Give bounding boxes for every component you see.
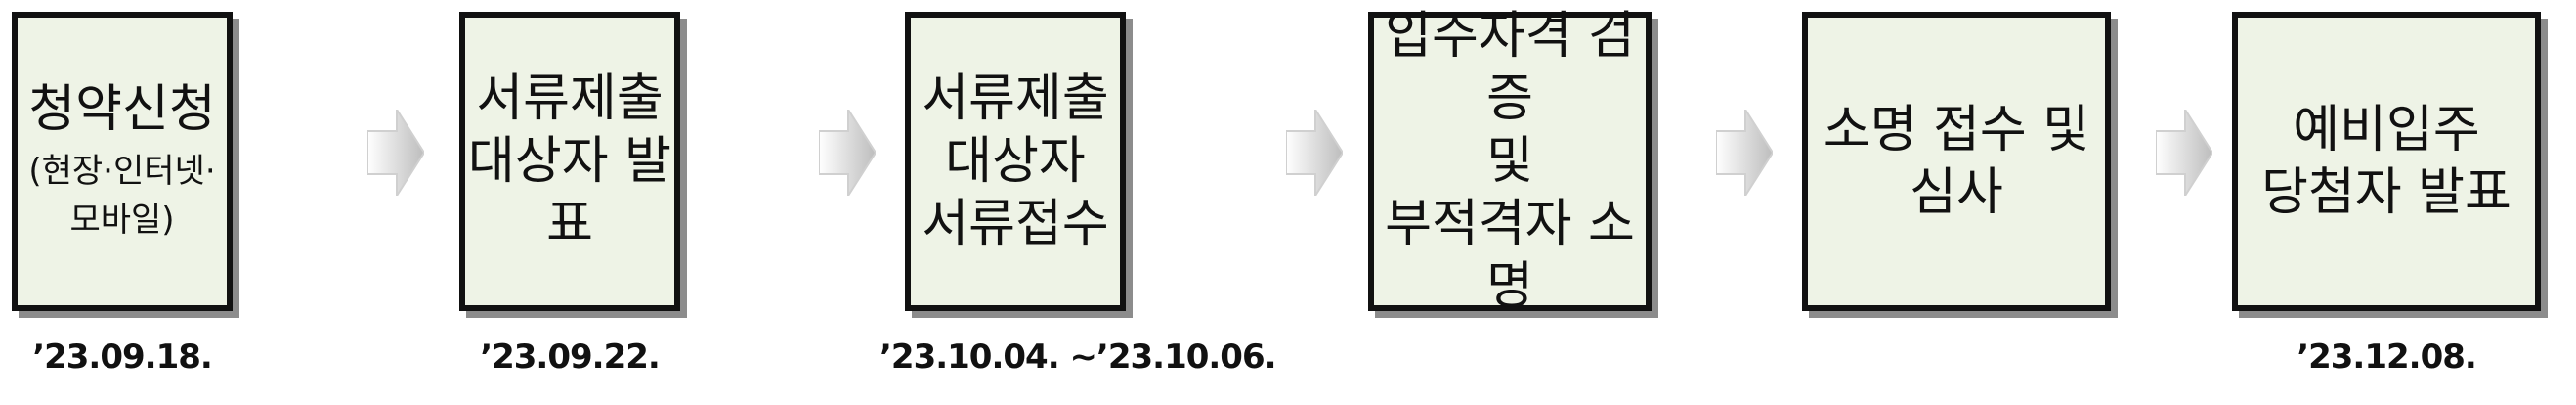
step-box-explanation-review: 소명 접수 및 심사 <box>1802 12 2111 311</box>
arrow-right-icon <box>1716 110 1773 196</box>
step-title: 청약신청 <box>28 80 216 139</box>
step-date: ’23.10.04. ~’23.10.06. <box>880 338 1277 377</box>
step-title: 예비입주 당첨자 발표 <box>2261 101 2512 222</box>
step-title: 서류제출 대상자 서류접수 <box>922 69 1109 253</box>
arrow-right-icon <box>2156 110 2212 196</box>
step-box-winner-announcement: 예비입주 당첨자 발표 <box>2232 12 2541 311</box>
arrow-right-icon <box>819 110 876 196</box>
step-title: 서류제출 대상자 발표 <box>468 69 671 253</box>
step-date: ’23.09.22. <box>480 338 661 377</box>
step-box-eligibility-verification: 입주자격 검증 및 부적격자 소명 <box>1368 7 1652 316</box>
step-date: ’23.09.18. <box>32 338 213 377</box>
step-box-document-target-announcement: 서류제출 대상자 발표 <box>459 12 680 311</box>
arrow-right-icon <box>1286 110 1343 196</box>
arrow-right-icon <box>367 110 424 196</box>
step-date: ’23.12.08. <box>2297 338 2477 377</box>
step-subtitle: (현장·인터넷· 모바일) <box>28 152 216 240</box>
step-box-application: 청약신청 (현장·인터넷· 모바일) <box>12 12 233 311</box>
step-title: 소명 접수 및 심사 <box>1823 101 2090 222</box>
step-box-document-submission: 서류제출 대상자 서류접수 <box>905 12 1126 311</box>
step-title: 입주자격 검증 및 부적격자 소명 <box>1385 7 1635 316</box>
